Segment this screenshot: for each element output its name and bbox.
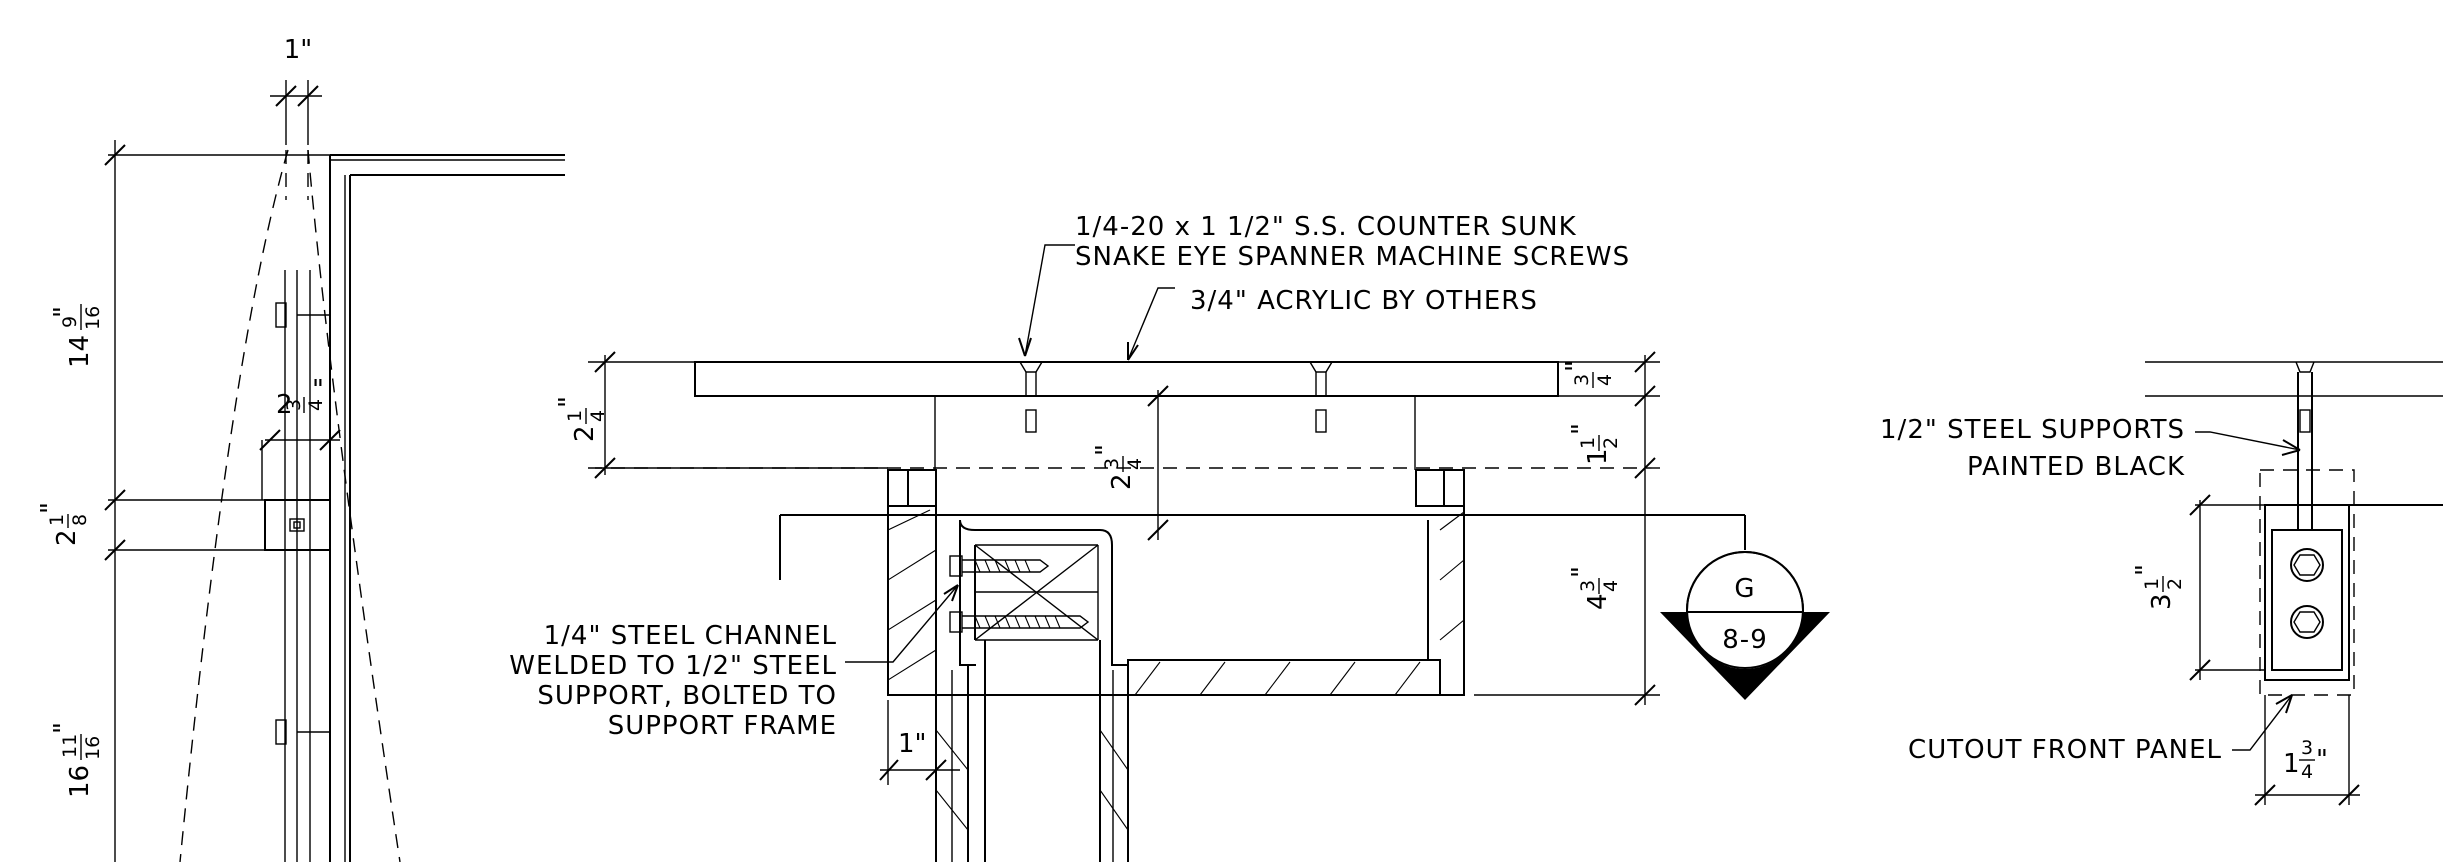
svg-text:2: 2 xyxy=(570,425,600,442)
dim-bottom-width: 1" xyxy=(898,729,927,759)
svg-text:11: 11 xyxy=(59,734,81,758)
svg-text:3: 3 xyxy=(1571,374,1593,386)
svg-text:4: 4 xyxy=(1583,593,1613,610)
svg-text:16: 16 xyxy=(65,765,95,798)
svg-text:": " xyxy=(49,306,79,318)
svg-text:1: 1 xyxy=(46,514,68,526)
dim-right-width: 1 3 4 " xyxy=(2283,737,2328,783)
svg-text:3: 3 xyxy=(283,399,305,411)
dim-gap: 1 1 2 " xyxy=(1567,423,1622,465)
svg-text:3: 3 xyxy=(1101,458,1123,470)
svg-text:": " xyxy=(2316,745,2328,775)
svg-text:2: 2 xyxy=(276,390,293,420)
svg-text:": " xyxy=(49,722,79,734)
svg-text:2: 2 xyxy=(52,529,82,546)
bolt-lower xyxy=(949,611,1090,633)
note-channel-1: 1/4" STEEL CHANNEL xyxy=(544,621,837,651)
svg-text:": " xyxy=(1091,444,1121,456)
dim-right-height: 3 1 2 " xyxy=(2131,564,2186,610)
svg-text:2: 2 xyxy=(1600,437,1622,449)
svg-text:16: 16 xyxy=(82,736,104,760)
svg-text:": " xyxy=(1561,360,1591,372)
note-screws-2: SNAKE EYE SPANNER MACHINE SCREWS xyxy=(1075,242,1630,272)
acrylic-panel xyxy=(694,361,1559,397)
dim-acrylic: 3 4 " xyxy=(1561,360,1616,388)
svg-text:": " xyxy=(1567,566,1597,578)
dim-top-width: 1" xyxy=(284,35,313,65)
svg-text:4: 4 xyxy=(1594,374,1616,386)
dim-center-left: 2 1 4 " xyxy=(554,396,609,442)
svg-text:": " xyxy=(554,396,584,408)
svg-text:": " xyxy=(312,375,324,405)
svg-text:8: 8 xyxy=(69,514,91,526)
dim-left-upper: 14 9 16 " xyxy=(49,304,104,368)
svg-text:1: 1 xyxy=(2141,578,2163,590)
svg-text:4: 4 xyxy=(2301,761,2313,783)
note-channel-2: WELDED TO 1/2" STEEL xyxy=(509,651,837,681)
svg-text:": " xyxy=(36,502,66,514)
note-supports-2: PAINTED BLACK xyxy=(1967,452,2185,482)
svg-text:": " xyxy=(1567,423,1597,435)
svg-text:": " xyxy=(2131,564,2161,576)
section-sheet: 8-9 xyxy=(1722,625,1767,655)
svg-text:4: 4 xyxy=(1124,458,1146,470)
svg-text:2: 2 xyxy=(1107,473,1137,490)
svg-text:3: 3 xyxy=(2301,737,2313,759)
note-acrylic: 3/4" ACRYLIC BY OTHERS xyxy=(1190,286,1538,316)
dim-left-mid: 2 1 8 " xyxy=(36,502,91,546)
svg-text:1: 1 xyxy=(1583,448,1613,465)
svg-text:4: 4 xyxy=(1600,580,1622,592)
svg-text:4: 4 xyxy=(305,399,327,411)
section-letter: G xyxy=(1734,574,1755,604)
screw-1 xyxy=(1019,361,1043,433)
hatch-bottom xyxy=(1134,661,1421,696)
section-marker: G 8-9 xyxy=(1660,551,1830,700)
svg-text:3: 3 xyxy=(2147,593,2177,610)
center-section-detail: 1/4-20 x 1 1/2" S.S. COUNTER SUNK SNAKE … xyxy=(509,212,1746,862)
svg-text:4: 4 xyxy=(587,410,609,422)
left-elevation-detail: 1" xyxy=(36,35,565,862)
svg-text:14: 14 xyxy=(65,335,95,368)
screw-2 xyxy=(1309,361,1333,433)
note-channel-3: SUPPORT, BOLTED TO xyxy=(537,681,837,711)
note-screws-1: 1/4-20 x 1 1/2" S.S. COUNTER SUNK xyxy=(1075,212,1577,242)
hatch-left xyxy=(887,509,1465,681)
svg-text:1: 1 xyxy=(1577,437,1599,449)
svg-text:16: 16 xyxy=(82,306,104,330)
svg-text:1: 1 xyxy=(564,410,586,422)
svg-text:3: 3 xyxy=(1577,580,1599,592)
svg-text:9: 9 xyxy=(59,316,81,328)
svg-text:2: 2 xyxy=(2164,578,2186,590)
dim-left-inner: 2 3 4 " xyxy=(276,375,327,420)
dim-center-mid: 2 3 4 " xyxy=(1091,444,1146,490)
right-partial-detail: 1/2" STEEL SUPPORTS PAINTED BLACK CUTOUT… xyxy=(1880,361,2443,806)
dim-frame: 4 3 4 " xyxy=(1567,566,1622,610)
svg-text:1: 1 xyxy=(2283,749,2300,779)
note-supports-1: 1/2" STEEL SUPPORTS xyxy=(1880,415,2185,445)
dim-left-lower: 16 11 16 " xyxy=(49,722,104,798)
note-cutout: CUTOUT FRONT PANEL xyxy=(1908,735,2222,765)
note-channel-4: SUPPORT FRAME xyxy=(608,711,837,741)
bolt-upper xyxy=(949,555,1050,577)
